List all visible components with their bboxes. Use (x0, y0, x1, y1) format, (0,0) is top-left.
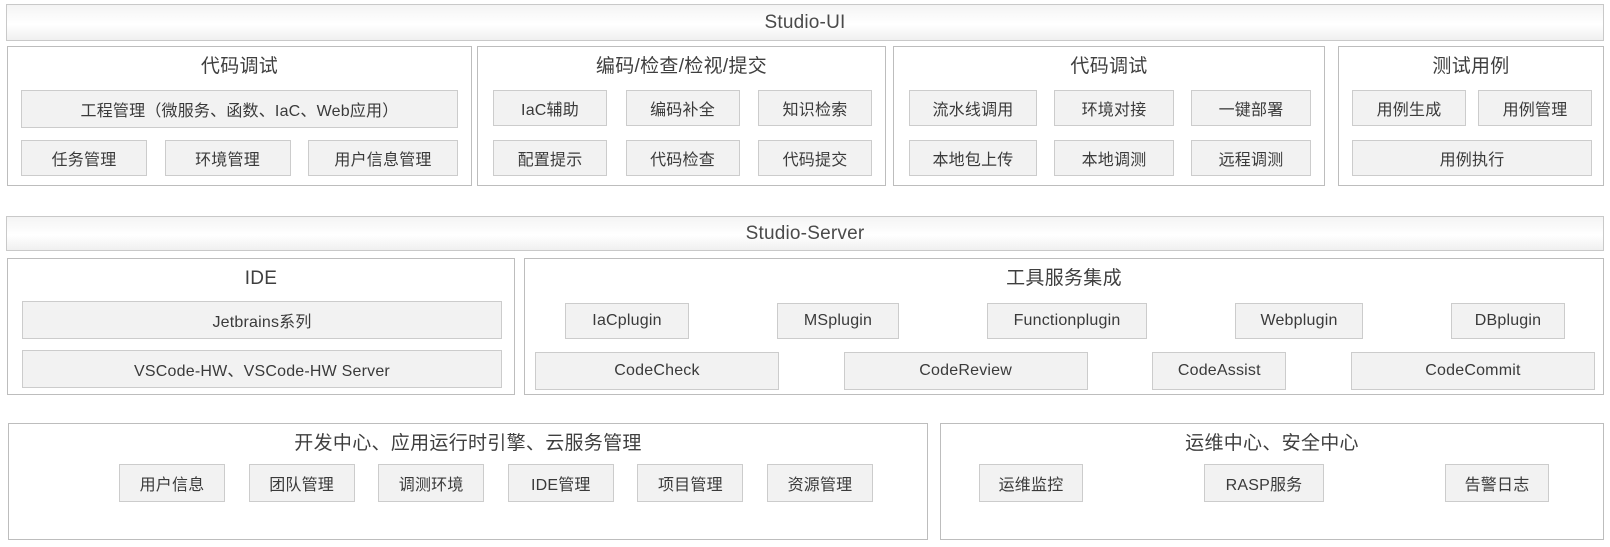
server-panel-ide: IDE Jetbrains系列 VSCode-HW、VSCode-HW Serv… (7, 258, 515, 395)
ui-panel-3-row-2: 本地包上传 本地调测 远程调测 (909, 140, 1311, 176)
chip-local-package-upload[interactable]: 本地包上传 (909, 140, 1037, 176)
ide-panel-row-1: Jetbrains系列 (22, 301, 502, 339)
studio-server-banner: Studio-Server (6, 216, 1604, 251)
tools-panel-title: 工具服务集成 (1006, 268, 1122, 289)
chip-db-plugin[interactable]: DBplugin (1451, 303, 1565, 339)
chip-iac-plugin[interactable]: IaCplugin (565, 303, 689, 339)
ui-panel-1-row-2: 任务管理 环境管理 用户信息管理 (21, 140, 458, 176)
chip-alarm-log[interactable]: 告警日志 (1445, 464, 1549, 502)
ui-panel-3-row-1: 流水线调用 环境对接 一键部署 (909, 90, 1311, 126)
chip-environment-management[interactable]: 环境管理 (164, 140, 291, 176)
ide-panel-row-2: VSCode-HW、VSCode-HW Server (22, 350, 502, 388)
platform-panel-2-title: 运维中心、安全中心 (1185, 433, 1359, 454)
ui-panel-2-title: 编码/检查/检视/提交 (595, 56, 768, 77)
chip-web-plugin[interactable]: Webplugin (1235, 303, 1363, 339)
ui-panel-test-cases: 测试用例 用例生成 用例管理 用例执行 (1338, 46, 1604, 186)
chip-code-commit[interactable]: 代码提交 (758, 140, 872, 176)
studio-ui-banner-label: Studio-UI (764, 11, 846, 33)
ui-panel-code-debug-1: 代码调试 工程管理（微服务、函数、IaC、Web应用） 任务管理 环境管理 用户… (7, 46, 472, 186)
chip-codecheck[interactable]: CodeCheck (535, 352, 779, 390)
chip-ide-management[interactable]: IDE管理 (507, 464, 614, 502)
chip-codeassist[interactable]: CodeAssist (1152, 352, 1287, 390)
platform-panel-1-title: 开发中心、应用运行时引擎、云服务管理 (294, 433, 642, 454)
chip-environment-docking[interactable]: 环境对接 (1054, 90, 1174, 126)
chip-resource-management[interactable]: 资源管理 (766, 464, 873, 502)
chip-team-management[interactable]: 团队管理 (248, 464, 355, 502)
chip-pipeline-invoke[interactable]: 流水线调用 (909, 90, 1037, 126)
chip-codecommit[interactable]: CodeCommit (1350, 352, 1595, 390)
studio-ui-banner: Studio-UI (6, 4, 1604, 41)
tools-panel-row-1: IaCplugin MSplugin Functionplugin Webplu… (565, 303, 1565, 339)
chip-iac-assist[interactable]: IaC辅助 (493, 90, 607, 126)
ide-panel-title: IDE (244, 268, 278, 289)
chip-case-execution[interactable]: 用例执行 (1352, 140, 1592, 176)
chip-local-debug[interactable]: 本地调测 (1054, 140, 1174, 176)
platform-panel-2-row: 运维监控 RASP服务 告警日志 (979, 464, 1549, 502)
platform-panel-ops-security: 运维中心、安全中心 运维监控 RASP服务 告警日志 (940, 423, 1604, 540)
chip-knowledge-search[interactable]: 知识检索 (758, 90, 872, 126)
chip-ops-monitoring[interactable]: 运维监控 (979, 464, 1083, 502)
chip-vscode-hw[interactable]: VSCode-HW、VSCode-HW Server (22, 350, 502, 388)
chip-ms-plugin[interactable]: MSplugin (777, 303, 899, 339)
chip-function-plugin[interactable]: Functionplugin (987, 303, 1147, 339)
ui-panel-2-row-1: IaC辅助 编码补全 知识检索 (493, 90, 872, 126)
studio-server-banner-label: Studio-Server (745, 222, 865, 244)
chip-case-management[interactable]: 用例管理 (1478, 90, 1592, 126)
chip-project-management-platform[interactable]: 项目管理 (637, 464, 744, 502)
server-panel-tool-service-integration: 工具服务集成 IaCplugin MSplugin Functionplugin… (524, 258, 1604, 395)
chip-user-info-management[interactable]: 用户信息管理 (308, 140, 458, 176)
chip-one-click-deploy[interactable]: 一键部署 (1191, 90, 1311, 126)
chip-codereview[interactable]: CodeReview (843, 352, 1088, 390)
chip-task-management[interactable]: 任务管理 (21, 140, 147, 176)
chip-case-generation[interactable]: 用例生成 (1352, 90, 1466, 126)
chip-debug-environment[interactable]: 调测环境 (378, 464, 485, 502)
platform-panel-dev-center: 开发中心、应用运行时引擎、云服务管理 用户信息 团队管理 调测环境 IDE管理 … (8, 423, 928, 540)
chip-jetbrains-series[interactable]: Jetbrains系列 (22, 301, 502, 339)
ui-panel-3-title: 代码调试 (1070, 56, 1148, 77)
ui-panel-1-title: 代码调试 (200, 56, 279, 77)
chip-user-info[interactable]: 用户信息 (119, 464, 225, 502)
ui-panel-2-row-2: 配置提示 代码检查 代码提交 (493, 140, 872, 176)
platform-panel-1-row: 用户信息 团队管理 调测环境 IDE管理 项目管理 资源管理 (119, 464, 873, 502)
ui-panel-coding-check-review-commit: 编码/检查/检视/提交 IaC辅助 编码补全 知识检索 配置提示 代码检查 代码… (477, 46, 886, 186)
chip-code-check[interactable]: 代码检查 (625, 140, 740, 176)
chip-config-hint[interactable]: 配置提示 (493, 140, 607, 176)
ui-panel-4-row-2: 用例执行 (1352, 140, 1592, 176)
tools-panel-row-2: CodeCheck CodeReview CodeAssist CodeComm… (535, 352, 1595, 390)
chip-code-completion[interactable]: 编码补全 (625, 90, 740, 126)
chip-project-management[interactable]: 工程管理（微服务、函数、IaC、Web应用） (21, 90, 458, 128)
chip-remote-debug[interactable]: 远程调测 (1191, 140, 1311, 176)
ui-panel-4-row-1: 用例生成 用例管理 (1352, 90, 1592, 126)
ui-panel-4-title: 测试用例 (1432, 56, 1510, 77)
ui-panel-code-debug-2: 代码调试 流水线调用 环境对接 一键部署 本地包上传 本地调测 远程调测 (893, 46, 1325, 186)
chip-rasp-service[interactable]: RASP服务 (1204, 464, 1324, 502)
ui-panel-1-row-1: 工程管理（微服务、函数、IaC、Web应用） (21, 90, 458, 128)
